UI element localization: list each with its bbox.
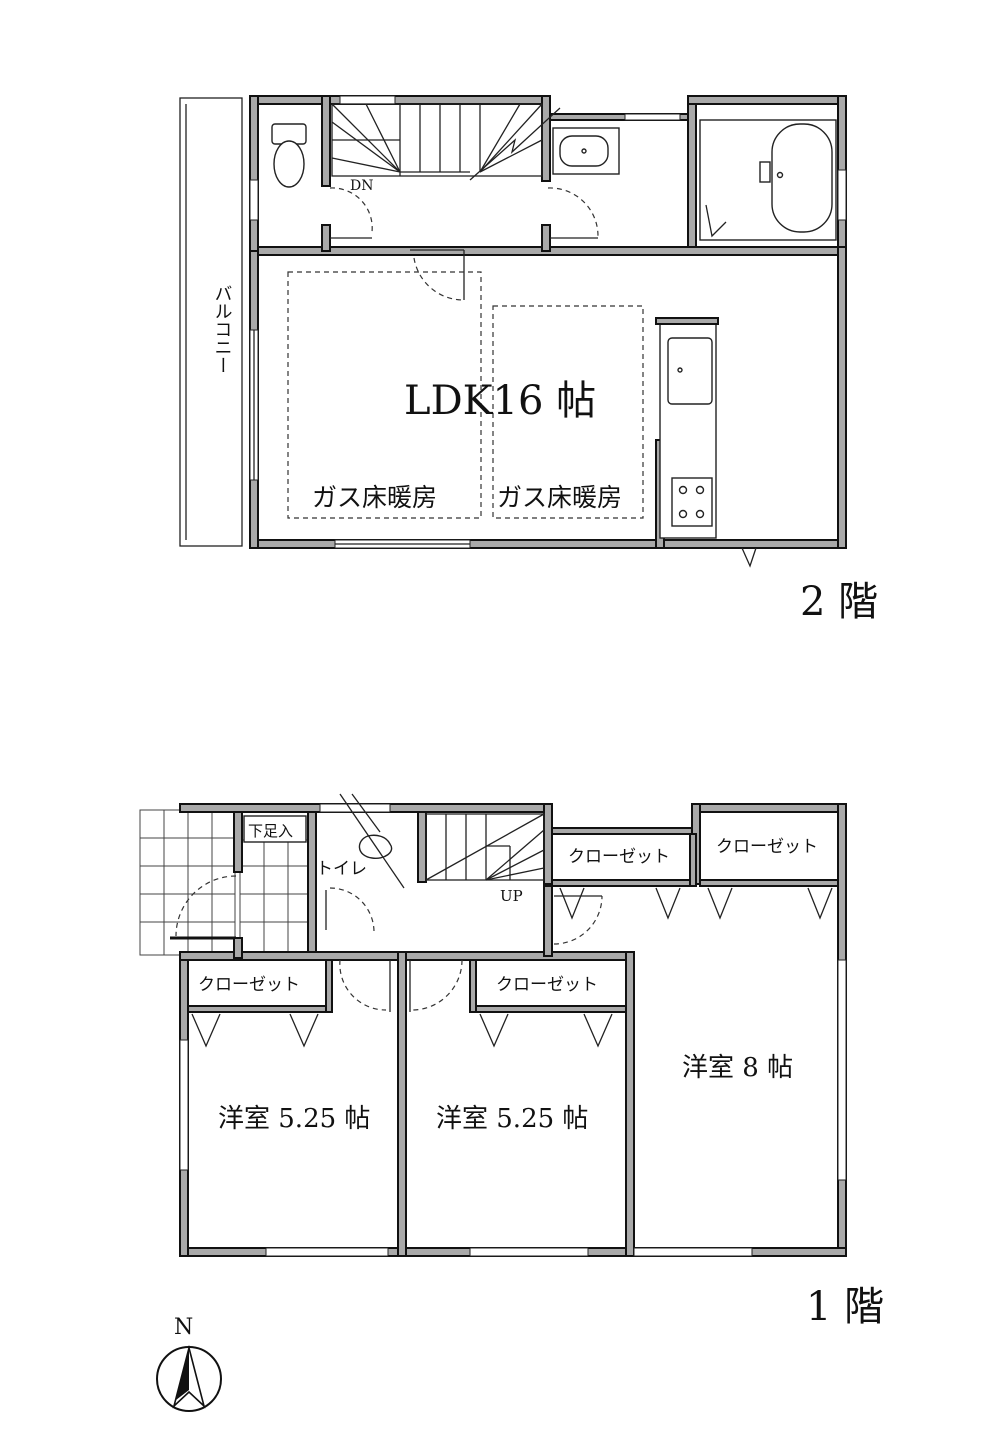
doors-1f [325, 887, 603, 1012]
window-stair [339, 95, 396, 105]
stair-dn-label: DN [350, 178, 373, 194]
compass: N [156, 1315, 222, 1412]
floor-1-walls [179, 803, 847, 1257]
closet-label-2: クローゼット [716, 837, 818, 857]
floor-1-plan: UP [139, 793, 884, 1330]
bathtub [699, 119, 837, 241]
closet-label-1: クローゼット [568, 847, 670, 867]
window-1f-a [265, 1247, 389, 1257]
room-label-b: 洋室 5.25 帖 [436, 1104, 588, 1134]
room-label-a: 洋室 5.25 帖 [218, 1104, 370, 1134]
balcony-outline [179, 97, 243, 547]
room-label-ldk: LDK16 帖 [404, 378, 596, 424]
window-wash [624, 113, 681, 121]
doors-2f [329, 187, 599, 301]
floor-2-level-label: 2 階 [800, 579, 878, 625]
kitchen-counter [655, 317, 719, 539]
window-1f-top [319, 803, 391, 813]
closet-label-4: クローゼット [496, 975, 598, 995]
window-1f-c [633, 1247, 753, 1257]
toilet-fixture-1f [339, 793, 405, 889]
floor-heating-zone-2 [492, 305, 644, 519]
heating-label-1: ガス床暖房 [312, 483, 437, 512]
shoe-storage-label: 下足入 [248, 822, 293, 840]
window-1f-west [179, 1039, 189, 1171]
window-toilet [249, 179, 259, 221]
shoe-storage-box [243, 815, 307, 843]
floor-2-plan: DN [179, 95, 878, 625]
stairs-2f: DN [331, 103, 561, 194]
closet-label-3: クローゼット [198, 975, 300, 995]
room-label-c: 洋室 8 帖 [682, 1053, 793, 1083]
toilet-label: トイレ [316, 859, 367, 879]
compass-north-label: N [174, 1315, 193, 1340]
toilet-fixture-2f [271, 123, 307, 188]
floor-heating-zone-1 [287, 271, 482, 519]
stair-up-label: UP [500, 887, 523, 905]
window-1f-b [469, 1247, 589, 1257]
window-1f-east [837, 959, 847, 1181]
heating-label-2: ガス床暖房 [497, 483, 622, 512]
entry-mark-2f [741, 547, 757, 568]
washbasin [552, 127, 620, 175]
floor-1-level-label: 1 階 [806, 1284, 884, 1330]
stairs-1f: UP [425, 813, 545, 905]
balcony-label: バルコニー [212, 284, 233, 374]
window-bath [837, 169, 847, 221]
closets-1f [187, 833, 839, 1048]
